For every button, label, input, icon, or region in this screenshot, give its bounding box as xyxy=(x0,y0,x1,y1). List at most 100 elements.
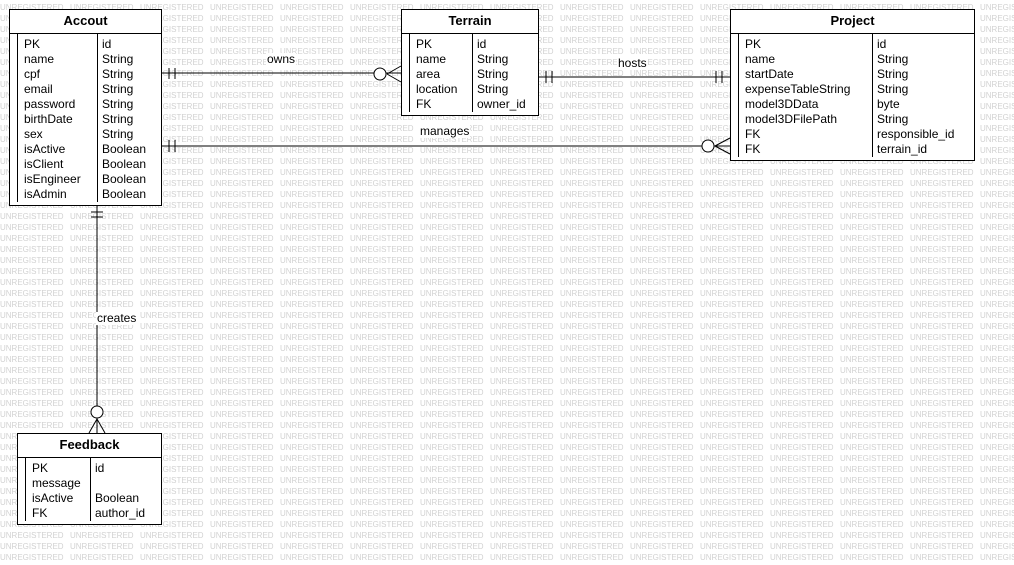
attribute-name: email xyxy=(24,82,53,96)
owns-zero-circle xyxy=(373,67,387,81)
account-attribute-row: isActive Boolean xyxy=(10,142,161,157)
attribute-name: PK xyxy=(32,461,49,475)
account-attribute-row: birthDate String xyxy=(10,112,161,127)
attribute-type: String xyxy=(102,112,134,126)
attribute-type: String xyxy=(877,82,909,96)
attribute-type: byte xyxy=(877,97,900,111)
attribute-name: PK xyxy=(416,37,433,51)
hosts-label: hosts xyxy=(617,56,648,70)
attribute-name: isActive xyxy=(24,142,66,156)
attribute-type: id xyxy=(102,37,112,51)
attribute-type: String xyxy=(877,67,909,81)
attribute-name: PK xyxy=(24,37,41,51)
feedback-attribute-row: isActive Boolean xyxy=(18,491,161,506)
attribute-name: name xyxy=(745,52,776,66)
attribute-name: expenseTableString xyxy=(745,82,851,96)
terrain-attribute-row: area String xyxy=(402,67,538,82)
attribute-name: FK xyxy=(416,97,432,111)
attribute-type: author_id xyxy=(95,506,146,520)
attribute-name: model3DData xyxy=(745,97,819,111)
attribute-name: password xyxy=(24,97,76,111)
attribute-name: isClient xyxy=(24,157,64,171)
attribute-type: String xyxy=(877,52,909,66)
attribute-type: String xyxy=(102,52,134,66)
account-attribute-row: PK id xyxy=(10,37,161,52)
attribute-type: responsible_id xyxy=(877,127,955,141)
attribute-name: isEngineer xyxy=(24,172,81,186)
attribute-type: Boolean xyxy=(95,491,140,505)
creates-zero-circle xyxy=(90,405,104,419)
project-attribute-row: name String xyxy=(731,52,974,67)
terrain-attribute-row: name String xyxy=(402,52,538,67)
attribute-type: terrain_id xyxy=(877,142,928,156)
attribute-type: String xyxy=(102,127,134,141)
attribute-name: message xyxy=(32,476,81,490)
account-attribute-row: password String xyxy=(10,97,161,112)
attribute-type: owner_id xyxy=(477,97,526,111)
creates-crow-left xyxy=(88,418,98,434)
feedback-entity-title: Feedback xyxy=(18,434,161,458)
attribute-type: String xyxy=(102,97,134,111)
account-attribute-row: email String xyxy=(10,82,161,97)
feedback-attribute-row: message xyxy=(18,476,161,491)
terrain-attribute-row: PK id xyxy=(402,37,538,52)
attribute-name: isActive xyxy=(32,491,74,505)
attribute-name: area xyxy=(416,67,441,81)
owns-crow-bottom xyxy=(386,73,402,83)
attribute-name: cpf xyxy=(24,67,41,81)
account-attribute-row: isAdmin Boolean xyxy=(10,187,161,202)
attribute-name: FK xyxy=(745,127,761,141)
attribute-name: name xyxy=(416,52,447,66)
manages-zero-circle xyxy=(701,139,715,153)
account-entity-title: Accout xyxy=(10,10,161,34)
feedback-attribute-row: PK id xyxy=(18,461,161,476)
account-attribute-row: isClient Boolean xyxy=(10,157,161,172)
manages-crow-bottom xyxy=(714,145,731,155)
owns-crow-top xyxy=(386,65,402,75)
terrain-attribute-row: location String xyxy=(402,82,538,97)
attribute-type: String xyxy=(477,52,509,66)
attribute-name: location xyxy=(416,82,458,96)
attribute-type: id xyxy=(95,461,105,475)
project-entity-title: Project xyxy=(731,10,974,34)
project-attribute-row: model3DData byte xyxy=(731,97,974,112)
creates-label: creates xyxy=(96,311,138,325)
project-attribute-row: startDate String xyxy=(731,67,974,82)
attribute-type: id xyxy=(477,37,487,51)
terrain-attribute-row: FK owner_id xyxy=(402,97,538,112)
attribute-type: String xyxy=(477,82,509,96)
attribute-type: String xyxy=(477,67,509,81)
attribute-type: Boolean xyxy=(102,187,147,201)
attribute-name: PK xyxy=(745,37,762,51)
attribute-name: model3DFilePath xyxy=(745,112,838,126)
attribute-name: startDate xyxy=(745,67,794,81)
attribute-type xyxy=(90,476,95,491)
attribute-name: isAdmin xyxy=(24,187,67,201)
attribute-name: FK xyxy=(32,506,48,520)
manages-crow-top xyxy=(714,137,731,147)
creates-crow-right xyxy=(96,418,106,434)
attribute-name: birthDate xyxy=(24,112,73,126)
owns-label: owns xyxy=(266,52,297,66)
attribute-type: String xyxy=(102,82,134,96)
attribute-type: String xyxy=(877,112,909,126)
project-attribute-row: expenseTableString String xyxy=(731,82,974,97)
manages-label: manages xyxy=(419,124,471,138)
terrain-entity-title: Terrain xyxy=(402,10,538,34)
attribute-type: String xyxy=(102,67,134,81)
attribute-type: Boolean xyxy=(102,157,147,171)
attribute-type: Boolean xyxy=(102,142,147,156)
